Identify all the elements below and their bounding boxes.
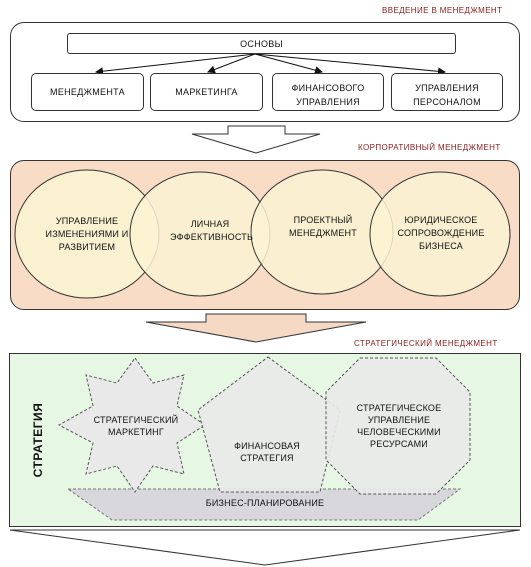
circle-label-project: ПРОЕКТНЫЙ МЕНЕДЖМЕНТ bbox=[289, 215, 357, 238]
circle-label-personal: ЛИЧНАЯ ЭФФЕКТИВНОСТЬ bbox=[170, 219, 254, 242]
child-box-marketing: МАРКЕТИНГА bbox=[150, 73, 263, 111]
base-label: БИЗНЕС-ПЛАНИРОВАНИЕ bbox=[205, 498, 325, 508]
down-arrow-2 bbox=[145, 313, 367, 343]
section-title-strategic: СТРАТЕГИЧЕСКИЙ МЕНЕДЖМЕНТ bbox=[354, 339, 498, 348]
child-box-personnel: УПРАВЛЕНИЯ ПЕРСОНАЛОМ bbox=[391, 73, 503, 111]
connector-line bbox=[254, 53, 446, 76]
root-box: ОСНОВЫ bbox=[67, 33, 456, 54]
connector-line bbox=[207, 53, 256, 74]
connector-line bbox=[95, 53, 256, 76]
down-arrow-3 bbox=[9, 529, 521, 566]
child-box-finance-label: ФИНАНСОВОГО УПРАВЛЕНИЯ bbox=[291, 83, 365, 107]
child-box-personnel-label: УПРАВЛЕНИЯ ПЕРСОНАЛОМ bbox=[413, 83, 481, 107]
child-box-finance: ФИНАНСОВОГО УПРАВЛЕНИЯ bbox=[272, 73, 384, 111]
shape-label-marketing: СТРАТЕГИЧЕСКИЙ МАРКЕТИНГ bbox=[93, 415, 179, 437]
base-trapezoid bbox=[66, 488, 462, 521]
down-arrow-1 bbox=[191, 125, 321, 154]
child-box-management: МЕНЕДЖМЕНТА bbox=[31, 73, 144, 111]
pentagon-shape bbox=[197, 356, 341, 493]
connector-line bbox=[254, 53, 323, 75]
circle-legal bbox=[369, 171, 511, 297]
section-title-intro: ВВЕДЕНИЕ В МЕНЕДЖМЕНТ bbox=[382, 6, 503, 15]
shape-label-hr: СТРАТЕГИЧЕСКОЕ УПРАВЛЕНИЕ ЧЕЛОВЕЧЕСКИМИ … bbox=[356, 403, 442, 449]
shape-label-finance: ФИНАНСОВАЯ СТРАТЕГИЯ bbox=[234, 441, 300, 463]
section-title-corporate: КОРПОРАТИВНЫЙ МЕНЕДЖМЕНТ bbox=[358, 143, 501, 152]
circle-label-change: УПРАВЛЕНИЕ ИЗМЕНЕНИЯМИ И РАЗВИТИЕМ bbox=[45, 216, 129, 252]
octagon-shape bbox=[325, 357, 471, 495]
circle-label-legal: ЮРИДИЧЕСКОЕ СОПРОВОЖДЕНИЕ БИЗНЕСА bbox=[397, 215, 485, 251]
star-shape bbox=[57, 357, 206, 493]
